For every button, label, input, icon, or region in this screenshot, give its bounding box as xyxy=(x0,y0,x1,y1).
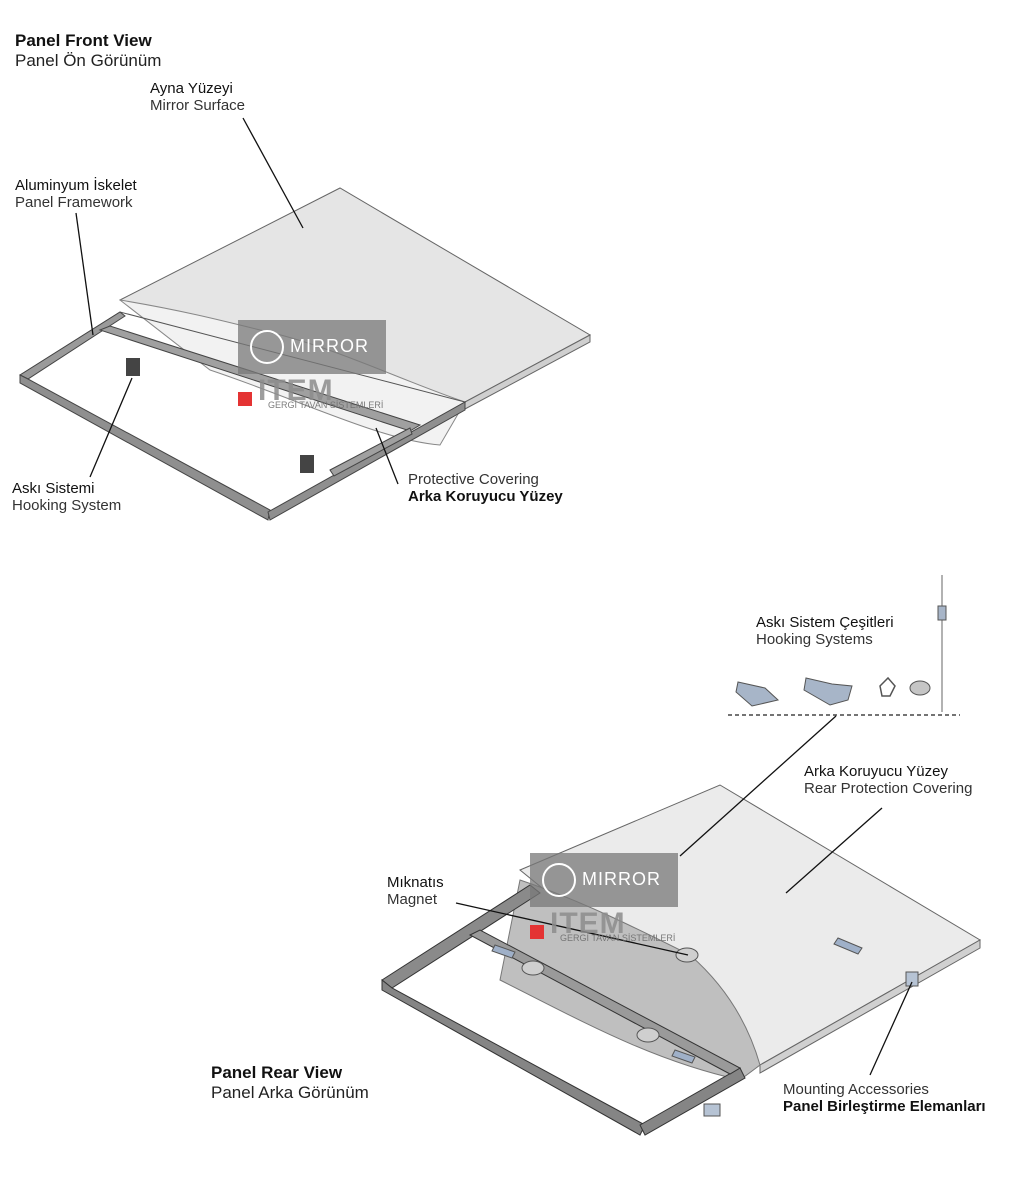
hooking-systems-samples xyxy=(728,575,960,716)
mirror-emblem-icon xyxy=(542,863,576,897)
label-hooking-types-en: Hooking Systems xyxy=(756,631,873,648)
item-red-square-icon xyxy=(530,925,544,939)
watermark-mirror-logo-front: MIRROR xyxy=(238,320,386,374)
label-magnet-en: Magnet xyxy=(387,891,438,908)
front-hook-2 xyxy=(300,455,314,473)
label-framework: Aluminyum İskelet Panel Framework xyxy=(15,177,137,211)
leader-hooking xyxy=(89,377,133,478)
label-hooking-types-tr: Askı Sistem Çeşitleri xyxy=(756,614,894,631)
watermark-item-logo-front: ITEM GERGİ TAVAN SİSTEMLERİ xyxy=(238,374,386,412)
item-red-square-icon xyxy=(238,392,252,406)
front-view-title: Panel Front View Panel Ön Görünüm xyxy=(15,31,161,71)
leader-mounting xyxy=(869,981,913,1076)
mounting-clip-1 xyxy=(703,1103,721,1117)
rear-title-primary: Panel Rear View xyxy=(211,1063,343,1082)
rear-view-title: Panel Rear View Panel Arka Görünüm xyxy=(211,1063,369,1103)
label-mirror-surface-tr: Ayna Yüzeyi xyxy=(150,80,233,97)
leader-mirror-surface xyxy=(242,117,304,229)
watermark-mirror-logo-rear: MIRROR xyxy=(530,853,678,907)
rear-panel-assembly xyxy=(381,784,981,1136)
leader-protective xyxy=(375,427,399,485)
label-framework-tr: Aluminyum İskelet xyxy=(15,177,137,194)
label-framework-en: Panel Framework xyxy=(15,194,133,211)
label-magnet-tr: Mıknatıs xyxy=(387,874,444,891)
hook-sample-angled xyxy=(803,677,853,706)
label-hooking-types: Askı Sistem Çeşitleri Hooking Systems xyxy=(756,614,894,648)
label-mirror-surface: Ayna Yüzeyi Mirror Surface xyxy=(150,80,245,114)
front-frame-cross-bar xyxy=(98,325,422,432)
label-mirror-surface-en: Mirror Surface xyxy=(150,97,246,114)
rear-panel-edge xyxy=(759,939,981,1074)
front-frame-inner-bar xyxy=(329,427,413,477)
label-rear-cover-en: Rear Protection Covering xyxy=(804,780,973,797)
label-protective-tr: Arka Koruyucu Yüzey xyxy=(408,488,563,505)
watermark-company: ITEM xyxy=(550,907,626,940)
mirror-emblem-icon xyxy=(250,330,284,364)
label-magnet: Mıknatıs Magnet xyxy=(387,874,444,908)
label-protective-en: Protective Covering xyxy=(408,471,539,488)
rear-title-secondary: Panel Arka Görünüm xyxy=(211,1083,369,1102)
label-hooking-en: Hooking System xyxy=(12,497,122,514)
front-title-primary: Panel Front View xyxy=(15,31,152,50)
leader-rear-cover xyxy=(785,807,883,894)
rear-protection-covering xyxy=(499,879,761,1081)
label-rear-cover: Arka Koruyucu Yüzey Rear Protection Cove… xyxy=(804,763,972,797)
label-protective-covering: Protective Covering Arka Koruyucu Yüzey xyxy=(408,471,563,505)
watermark-brand: MIRROR xyxy=(582,869,661,889)
watermark-brand: MIRROR xyxy=(290,336,369,356)
hook-sample-wire-grip xyxy=(937,605,947,621)
hook-sample-loop xyxy=(879,676,896,697)
rear-clip-1 xyxy=(491,944,516,959)
front-title-secondary: Panel Ön Görünüm xyxy=(15,51,162,70)
watermark-company-sub: GERGİ TAVAN SİSTEMLERİ xyxy=(560,933,676,943)
rear-clip-3 xyxy=(833,937,863,955)
leader-magnet xyxy=(455,902,689,956)
leader-framework xyxy=(75,212,94,336)
magnet-2 xyxy=(636,1027,660,1043)
mounting-clip-2 xyxy=(905,971,919,987)
label-rear-cover-tr: Arka Koruyucu Yüzey xyxy=(804,763,948,780)
watermark-company: ITEM xyxy=(258,374,334,407)
leader-hooking-types xyxy=(679,715,837,857)
watermark-item-logo-rear: ITEM GERGİ TAVAN SİSTEMLERİ xyxy=(530,907,678,945)
hook-sample-disc xyxy=(909,680,931,696)
hook-sample-flat xyxy=(735,681,780,707)
label-hooking-system: Askı Sistemi Hooking System xyxy=(12,480,121,514)
front-hook-1 xyxy=(126,358,140,376)
label-mounting-accessories: Mounting Accessories Panel Birleştirme E… xyxy=(783,1081,986,1115)
rear-frame-right xyxy=(639,1067,746,1136)
label-mounting-en: Mounting Accessories xyxy=(783,1081,929,1098)
label-mounting-tr: Panel Birleştirme Elemanları xyxy=(783,1098,986,1115)
front-frame-left-bar xyxy=(18,311,126,380)
rear-clip-2 xyxy=(671,1049,696,1064)
label-hooking-tr: Askı Sistemi xyxy=(12,480,95,497)
magnet-1 xyxy=(521,960,545,976)
watermark-company-sub: GERGİ TAVAN SİSTEMLERİ xyxy=(268,400,384,410)
